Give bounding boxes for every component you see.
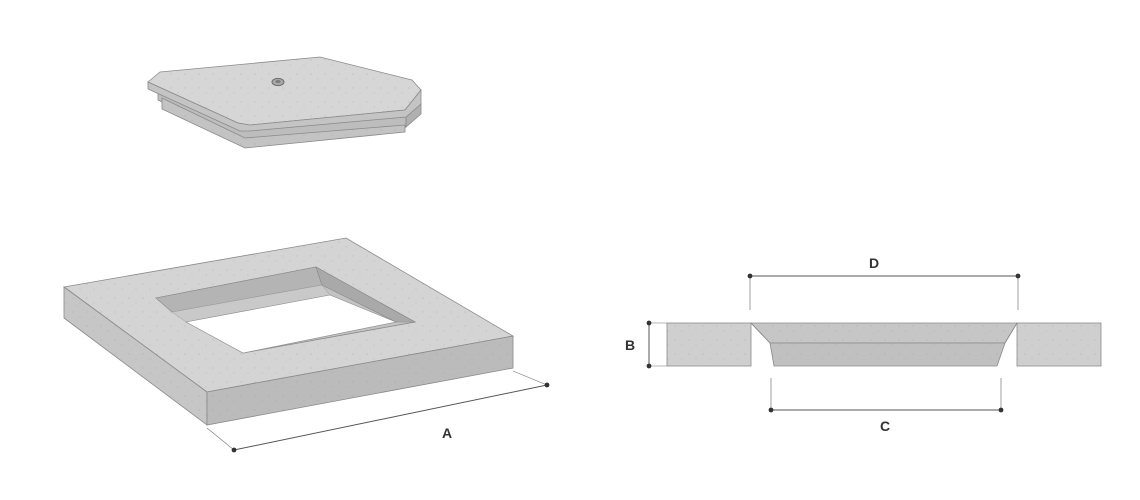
dimension-b: B <box>625 320 667 369</box>
frame-section <box>666 322 1102 367</box>
dimension-a-label: A <box>442 425 452 441</box>
dimension-b-label: B <box>625 337 635 353</box>
dimension-c: C <box>768 378 1004 434</box>
lid-cover <box>147 56 422 149</box>
lid-front-edge <box>147 81 422 132</box>
frame-isometric <box>63 237 515 426</box>
dimension-d: D <box>747 255 1021 310</box>
dimension-d-label: D <box>869 255 879 271</box>
dimension-c-label: C <box>880 418 890 434</box>
frame-opening-void <box>185 294 398 354</box>
dimension-a: A <box>206 370 550 453</box>
